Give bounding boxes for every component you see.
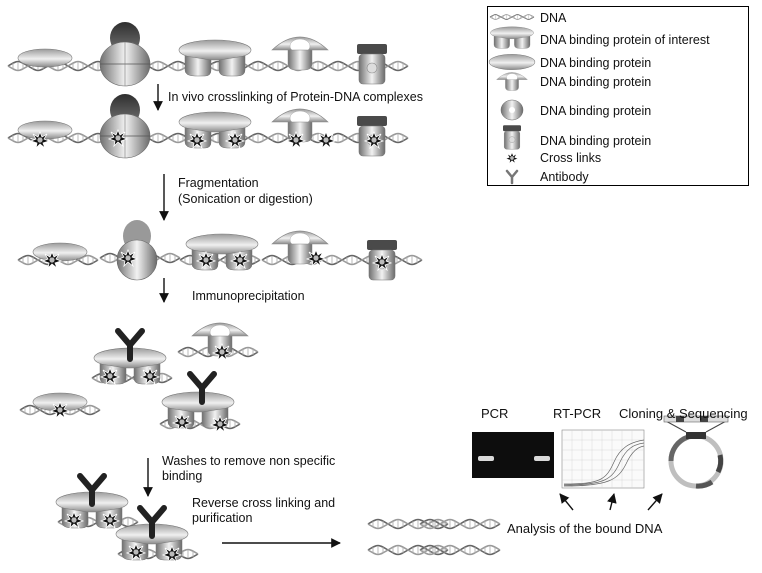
step-reverse-crosslinking-label: Reverse cross linking and purification: [192, 496, 336, 525]
immunoprecipitation-cluster: [19, 322, 259, 433]
rtpcr-label: RT-PCR: [553, 406, 602, 421]
purified-dna: [367, 518, 501, 556]
row-native-chromatin: [7, 21, 409, 87]
step-washes-label: Washes to remove non specific binding: [162, 454, 336, 483]
step-immunoprecipitation-label: Immunoprecipitation: [192, 289, 305, 303]
legend-icons: [488, 14, 536, 185]
legend-label-protein-of-interest: DNA binding protein of interest: [540, 33, 710, 47]
plasmid-map: [663, 415, 729, 489]
legend-label-box-protein: DNA binding protein: [540, 134, 652, 148]
legend-label-round-protein: DNA binding protein: [540, 104, 652, 118]
analysis-caption: Analysis of the bound DNA: [507, 521, 663, 536]
legend-label-mushroom-protein: DNA binding protein: [540, 75, 652, 89]
legend-label-cross-links: Cross links: [540, 151, 602, 165]
washed-complexes: [55, 476, 199, 563]
process-arrows: [143, 84, 663, 548]
antibody-y-icon: [505, 169, 519, 185]
pcr-label: PCR: [481, 406, 509, 421]
legend-label-dna: DNA: [540, 11, 567, 25]
legend-label-antibody: Antibody: [540, 170, 589, 184]
step-crosslinking-label: In vivo crosslinking of Protein-DNA comp…: [168, 90, 423, 104]
step-fragmentation-label: Fragmentation: [178, 176, 259, 190]
cloning-sequencing-label: Cloning & Sequencing: [619, 406, 748, 421]
rtpcr-amplification-plot: [561, 429, 645, 489]
round-protein-icon: [500, 99, 524, 121]
legend-label-oval-protein: DNA binding protein: [540, 56, 652, 70]
step-fragmentation-sublabel: (Sonication or digestion): [178, 192, 313, 206]
row-fragmented: [17, 220, 423, 281]
pcr-gel-image: [472, 432, 554, 478]
legend-box: [487, 6, 749, 186]
